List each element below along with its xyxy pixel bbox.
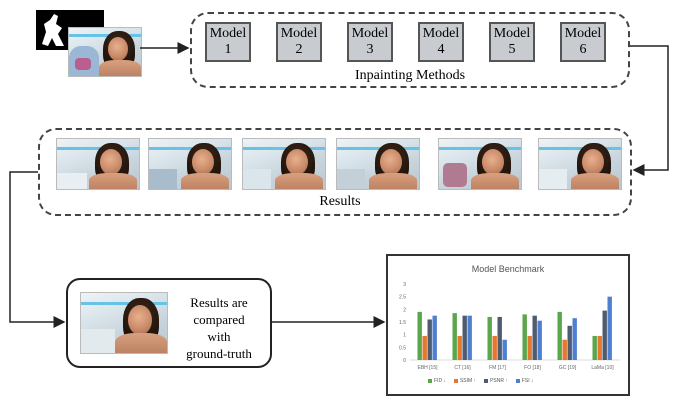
- x-tick-label: CT [16]: [454, 365, 471, 371]
- legend-item-ssim: SSIM ↑: [453, 378, 477, 384]
- model-5-box: Model 5: [489, 22, 535, 62]
- results-label: Results: [319, 194, 361, 209]
- bar: [562, 339, 567, 360]
- bar: [422, 335, 427, 360]
- bar: [427, 319, 432, 360]
- bar: [572, 318, 577, 360]
- result-image-5: [438, 138, 522, 190]
- bar: [417, 311, 422, 360]
- bar: [567, 325, 572, 360]
- y-tick-label: 2.5: [399, 295, 406, 301]
- model-1-label: Model: [209, 26, 247, 41]
- y-tick-label: 0: [403, 358, 406, 364]
- ground-truth-image: [80, 292, 168, 354]
- inpainting-methods-group: [190, 12, 630, 88]
- model-3-label: Model: [351, 26, 389, 41]
- comparison-line-4: ground-truth: [186, 346, 252, 361]
- bar: [487, 316, 492, 360]
- chart-legend: FID ↓ SSIM ↑ PSNR ↑ FSI ↓: [428, 378, 534, 384]
- model-4-label: Model: [422, 26, 460, 41]
- model-3-number: 3: [366, 42, 374, 57]
- y-tick-label: 3: [403, 282, 406, 288]
- bar: [597, 335, 602, 360]
- bar: [527, 335, 532, 360]
- bar: [497, 316, 502, 360]
- y-tick-label: 1: [403, 333, 406, 339]
- legend-label-fsi: FSI ↓: [521, 378, 534, 384]
- bar: [522, 314, 527, 360]
- legend-swatch-psnr: [484, 379, 489, 383]
- x-tick-label: FM [17]: [489, 365, 507, 371]
- legend-item-psnr: PSNR ↑: [484, 378, 508, 384]
- model-1-number: 1: [224, 42, 232, 57]
- bar: [557, 311, 562, 360]
- bar: [462, 315, 467, 360]
- bar: [457, 335, 462, 360]
- bar: [592, 335, 597, 360]
- x-tick-label: LaMa [10]: [591, 365, 614, 371]
- bar: [607, 296, 612, 360]
- x-tick-label: GC [19]: [559, 365, 577, 371]
- legend-label-ssim: SSIM ↑: [459, 378, 477, 384]
- model-2-label: Model: [280, 26, 318, 41]
- model-6-box: Model 6: [560, 22, 606, 62]
- chart-title: Model Benchmark: [471, 264, 545, 274]
- legend-swatch-ssim: [453, 379, 458, 383]
- result-image-1: [56, 138, 140, 190]
- bar: [532, 315, 537, 360]
- comparison-text: Results are compared with ground-truth: [178, 294, 260, 362]
- bar: [467, 315, 472, 360]
- x-tick-label: FO [18]: [524, 365, 541, 371]
- model-6-label: Model: [564, 26, 602, 41]
- mask-silhouette-icon: [42, 14, 64, 46]
- legend-swatch-fsi: [515, 379, 520, 383]
- legend-label-psnr: PSNR ↑: [490, 378, 508, 384]
- comparison-line-2: compared: [193, 312, 245, 327]
- bar: [492, 335, 497, 360]
- bar: [452, 313, 457, 360]
- model-5-number: 5: [508, 42, 516, 57]
- model-2-box: Model 2: [276, 22, 322, 62]
- result-image-6: [538, 138, 622, 190]
- model-4-number: 4: [437, 42, 445, 57]
- legend-item-fsi: FSI ↓: [515, 378, 534, 384]
- bar: [602, 310, 607, 360]
- result-image-3: [242, 138, 326, 190]
- result-image-4: [336, 138, 420, 190]
- x-tick-label: EBH [15]: [417, 365, 438, 371]
- model-4-box: Model 4: [418, 22, 464, 62]
- legend-label-fid: FID ↓: [434, 378, 446, 384]
- legend-swatch-fid: [428, 379, 432, 383]
- model-2-number: 2: [295, 42, 303, 57]
- result-image-2: [148, 138, 232, 190]
- model-5-label: Model: [493, 26, 531, 41]
- model-3-box: Model 3: [347, 22, 393, 62]
- model-1-box: Model 1: [205, 22, 251, 62]
- input-photo: [68, 27, 142, 77]
- bar: [432, 315, 437, 360]
- comparison-line-3: with: [207, 329, 231, 344]
- arrow-models-to-results: [630, 45, 669, 176]
- bar: [502, 339, 507, 360]
- legend-item-fid: FID ↓: [428, 378, 446, 384]
- inpainting-methods-label: Inpainting Methods: [354, 68, 466, 83]
- y-tick-label: 1.5: [399, 320, 406, 326]
- y-tick-label: 0.5: [399, 345, 406, 351]
- comparison-line-1: Results are: [190, 295, 248, 310]
- y-tick-label: 2: [403, 307, 406, 313]
- model-6-number: 6: [579, 42, 587, 57]
- bar: [537, 320, 542, 360]
